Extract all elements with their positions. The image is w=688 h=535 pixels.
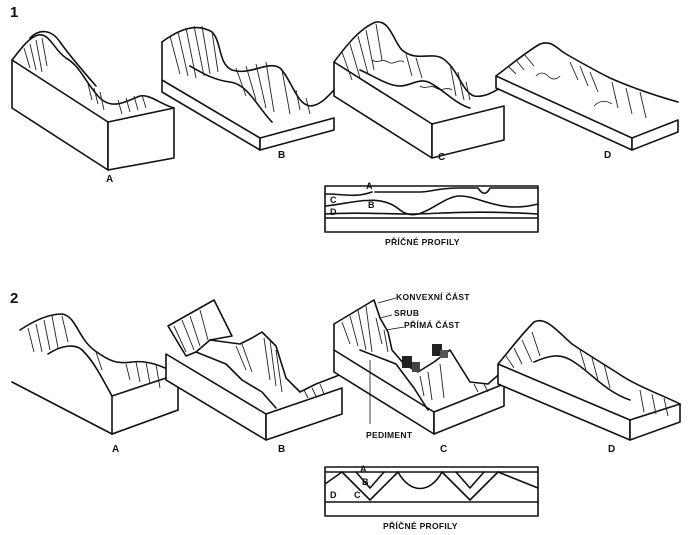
profile-2-label-c: C: [354, 490, 361, 500]
row-1-number: 1: [10, 4, 18, 21]
profile-1-label-a: A: [366, 181, 373, 191]
profile-1-label-d: D: [330, 207, 337, 217]
block-1c: [333, 21, 505, 159]
block-1b: [161, 25, 335, 151]
block-2a-label: A: [112, 444, 119, 455]
block-1d: [495, 42, 679, 151]
profile-2-label-b: B: [362, 477, 369, 487]
profile-1-label-b: B: [368, 200, 375, 210]
annotation-pediment: PEDIMENT: [366, 430, 413, 440]
block-2b-label: B: [278, 444, 285, 455]
scarp-blocks: [402, 344, 448, 372]
profile-2-label-d: D: [330, 490, 337, 500]
profile-1-label-c: C: [330, 195, 337, 205]
profile-box-2: [324, 466, 539, 517]
block-1b-label: B: [278, 150, 285, 161]
profile-box-1: [324, 185, 539, 233]
profile-2-caption: PŘÍČNÉ PROFILY: [383, 520, 458, 531]
annotation-straight: PŘÍMÁ ČÁST: [404, 319, 460, 330]
block-2c-label: C: [440, 444, 447, 455]
profile-1-caption: PŘÍČNÉ PROFILY: [385, 236, 460, 247]
annotation-convex: KONVEXNÍ ČÁST: [396, 291, 470, 302]
block-1a-label: A: [106, 174, 113, 185]
block-2d: [497, 319, 681, 441]
profile-2-label-a: A: [360, 464, 367, 474]
block-2a: [11, 313, 179, 435]
annotation-scarp: SRUB: [394, 308, 419, 318]
block-2c: [333, 299, 505, 435]
block-2b: [165, 299, 343, 441]
row-2-number: 2: [10, 290, 18, 307]
block-1d-label: D: [604, 150, 611, 161]
block-1a: [11, 30, 175, 171]
block-1c-label: C: [438, 152, 445, 163]
annotation-leaders: [369, 297, 405, 424]
block-2d-label: D: [608, 444, 615, 455]
